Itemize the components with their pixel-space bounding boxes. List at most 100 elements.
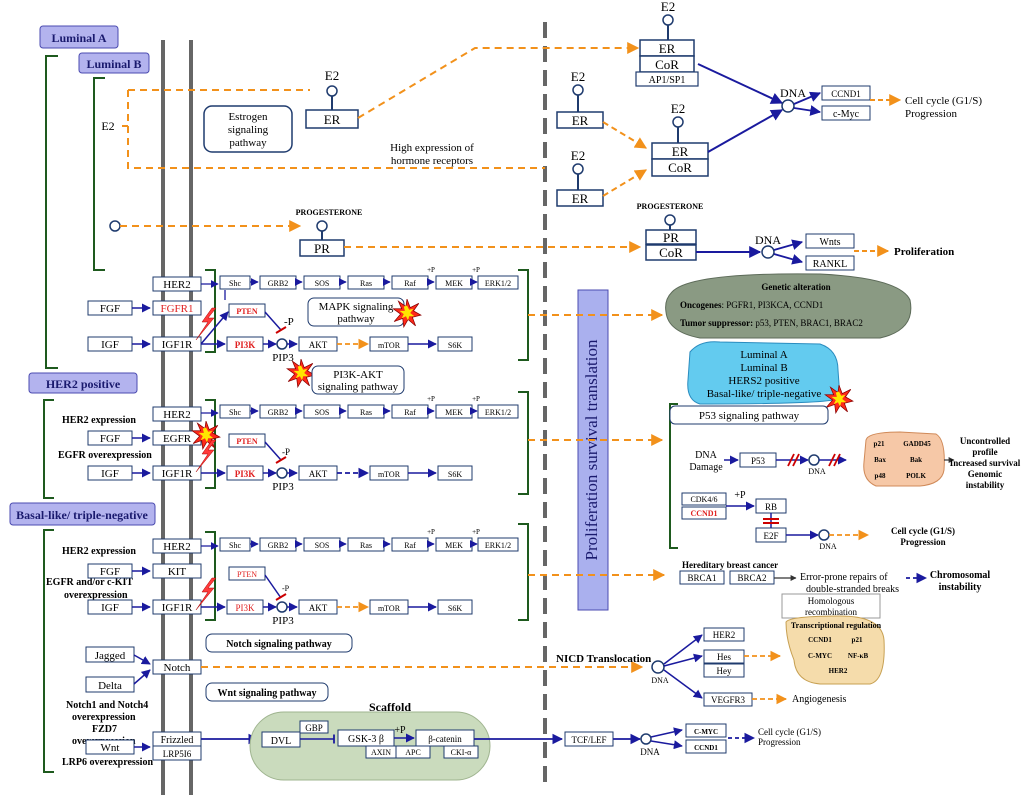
notch-pathway-label: Notch signaling pathway bbox=[205, 633, 353, 653]
dna-label-notch: DNA bbox=[651, 676, 669, 685]
pten-node-3: PTEN bbox=[228, 566, 266, 581]
mapk-pathway-label: MAPK signaling pathway bbox=[307, 297, 405, 327]
pi3k-node-1: PI3K bbox=[226, 336, 264, 352]
transcriptional-regulation-blob: Transcriptional regulation CCND1 p21 C-M… bbox=[785, 615, 885, 685]
estrogen-signaling-pathway-label: Estrogen signaling pathway bbox=[203, 105, 293, 153]
svg-text:IGF: IGF bbox=[101, 339, 119, 351]
svg-text:MAPK signaling: MAPK signaling bbox=[319, 301, 394, 313]
svg-text:Bax: Bax bbox=[874, 456, 886, 464]
svg-text:p48: p48 bbox=[875, 472, 886, 480]
svg-text:Increased survival: Increased survival bbox=[950, 458, 1021, 468]
mtor-node-3: mTOR bbox=[369, 599, 409, 615]
plus-p-label-gsk: +P bbox=[394, 725, 406, 736]
svg-text:PI3K: PI3K bbox=[235, 340, 256, 350]
svg-text:Bak: Bak bbox=[910, 456, 922, 464]
pip3-node-1 bbox=[276, 338, 288, 350]
svg-text:PR: PR bbox=[314, 241, 330, 256]
svg-text:mTOR: mTOR bbox=[378, 470, 401, 479]
svg-text:HER2: HER2 bbox=[163, 409, 191, 421]
svg-text:CCND1: CCND1 bbox=[694, 744, 718, 752]
progression-label-e2f: Progression bbox=[900, 537, 945, 547]
mapk-arrows-1 bbox=[201, 278, 478, 300]
pr-cyto-node: PR bbox=[299, 239, 345, 257]
svg-text:Notch: Notch bbox=[164, 662, 191, 674]
svg-text:Wnt: Wnt bbox=[101, 742, 120, 754]
pi3k-akt-pathway-label: PI3K-AKT signaling pathway bbox=[311, 365, 405, 395]
rb-node: RB bbox=[755, 498, 787, 514]
svg-text:AKT: AKT bbox=[309, 603, 328, 613]
svg-text:ER: ER bbox=[572, 113, 589, 128]
svg-text:SOS: SOS bbox=[315, 279, 330, 288]
svg-text:instability: instability bbox=[966, 480, 1005, 490]
svg-text:CCND1: CCND1 bbox=[831, 89, 861, 99]
lightning-icon-2 bbox=[195, 439, 217, 473]
svg-text:GADD45: GADD45 bbox=[903, 440, 931, 448]
hereditary-breast-cancer-label: Hereditary breast cancer bbox=[682, 560, 778, 570]
mapk-arrows-2 bbox=[201, 407, 478, 417]
svg-text:Raf: Raf bbox=[404, 541, 416, 550]
hes-node: Hes bbox=[703, 649, 745, 664]
svg-text:MEK: MEK bbox=[445, 408, 463, 417]
brca2-node: BRCA2 bbox=[729, 570, 775, 585]
e2-label-mid1: E2 bbox=[571, 69, 585, 84]
svg-text:CCND1: CCND1 bbox=[690, 509, 717, 518]
svg-text:SOS: SOS bbox=[315, 541, 330, 550]
svg-text:Jagged: Jagged bbox=[95, 650, 126, 662]
svg-text:Wnt signaling pathway: Wnt signaling pathway bbox=[218, 688, 317, 699]
svg-text:ERK1/2: ERK1/2 bbox=[485, 279, 511, 288]
subtype-luminal-b: Luminal B bbox=[78, 52, 150, 74]
svg-text:HER2: HER2 bbox=[163, 541, 191, 553]
ccnd1-node-top: CCND1 bbox=[821, 85, 871, 101]
s6k-node-2: S6K bbox=[437, 465, 473, 481]
svg-text:ER: ER bbox=[572, 191, 589, 206]
e2-ligand-cyto bbox=[326, 85, 338, 97]
svg-text:P53 signaling pathway: P53 signaling pathway bbox=[699, 410, 800, 422]
svg-text:+P: +P bbox=[427, 395, 435, 403]
svg-text:TCF/LEF: TCF/LEF bbox=[571, 735, 606, 745]
svg-text:PTEN: PTEN bbox=[236, 307, 258, 316]
p53-targets-blob: p21 GADD45 Bax Bak p48 POLK bbox=[863, 431, 945, 487]
svg-text:ER: ER bbox=[324, 112, 341, 127]
subtype-her2-positive: HER2 positive bbox=[28, 372, 138, 394]
svg-text:HER2: HER2 bbox=[713, 630, 736, 640]
proliferation-survival-banner: Proliferation survival translation bbox=[577, 289, 609, 611]
igf-ligand-2: IGF bbox=[87, 465, 133, 481]
proliferation-label: Proliferation bbox=[894, 246, 954, 258]
estrogen-flow-arrows bbox=[127, 89, 545, 169]
progesterone-label-nucleus: PROGESTERONE bbox=[637, 202, 704, 211]
p53-pathway-label: P53 signaling pathway bbox=[669, 405, 829, 425]
s6k-node-1: S6K bbox=[437, 336, 473, 352]
svg-text:+P: +P bbox=[472, 395, 480, 403]
kit-receptor: KIT bbox=[152, 563, 202, 579]
svg-text:Basal-like/ triple-negative: Basal-like/ triple-negative bbox=[707, 388, 822, 400]
cell-cycle-label-wnt: Cell cycle (G1/S) bbox=[758, 727, 821, 737]
svg-text:IGF: IGF bbox=[101, 468, 119, 480]
akt-node-1: AKT bbox=[298, 336, 338, 352]
her2-receptor-1: HER2 bbox=[152, 276, 202, 292]
subtype-luminal-a: Luminal A bbox=[39, 25, 119, 49]
cmyc-node-top: c-Myc bbox=[821, 105, 871, 121]
fzd7-label-1: FZD7 bbox=[92, 724, 117, 735]
notch-overexpression-label-2: overexpression bbox=[72, 712, 136, 723]
mapk-row-3: Shc GRB2 SOS Ras Raf MEK ERK1/2 +P +P bbox=[219, 528, 519, 552]
hormone-receptors-label: hormone receptors bbox=[391, 155, 473, 167]
mtor-node-1: mTOR bbox=[369, 336, 409, 352]
mapk-row-1: Shc GRB2 SOS Ras Raf MEK ERK1/2 +P +P bbox=[219, 266, 519, 290]
cell-cycle-label-top: Cell cycle (G1/S) bbox=[905, 95, 982, 107]
er-cyto-node: ER bbox=[305, 109, 359, 129]
svg-text:IGF1R: IGF1R bbox=[162, 468, 193, 480]
nicd-translocation-label: NICD Translocation bbox=[556, 653, 651, 665]
pi3k-node-2: PI3K bbox=[226, 465, 264, 481]
svg-text:recombination: recombination bbox=[805, 607, 857, 617]
svg-text:S6K: S6K bbox=[448, 470, 462, 479]
e2-label-mid3: E2 bbox=[671, 101, 685, 116]
her2-expression-label-1: HER2 expression bbox=[62, 415, 136, 426]
svg-text:P53: P53 bbox=[751, 456, 766, 466]
svg-text:IGF1R: IGF1R bbox=[162, 339, 193, 351]
minus-p-label-1: -P bbox=[284, 316, 294, 328]
error-prone-label-1: Error-prone repairs of bbox=[800, 572, 888, 583]
pip3-label-3: PIP3 bbox=[272, 615, 294, 627]
lightning-icon-3 bbox=[195, 577, 217, 611]
dna-wnt bbox=[640, 733, 652, 745]
